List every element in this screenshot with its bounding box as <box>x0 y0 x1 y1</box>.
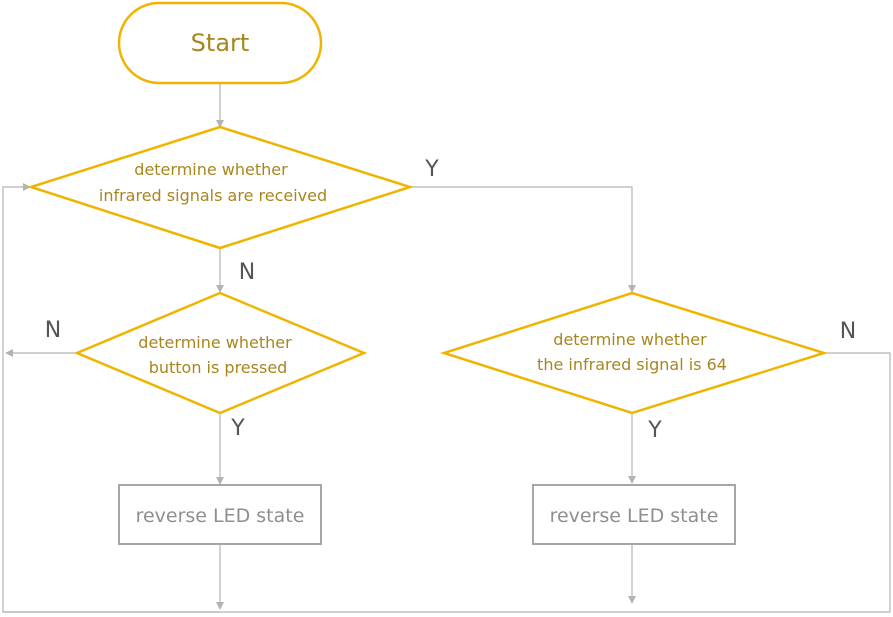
arrowhead <box>628 285 636 293</box>
decision-ir-yes-label: Y <box>424 157 439 182</box>
decision-ir-no-label: N <box>239 260 255 285</box>
decision-64-line2: the infrared signal is 64 <box>537 355 727 374</box>
process-right-label: reverse LED state <box>550 505 719 527</box>
process-right: reverse LED state <box>532 484 736 545</box>
decision-button-yes-label: Y <box>230 416 245 441</box>
decision-button-line2: button is pressed <box>149 358 288 377</box>
start-terminal: Start <box>117 1 323 85</box>
process-left-label: reverse LED state <box>136 505 305 527</box>
process-left-shape <box>118 484 322 545</box>
decision-64-no-label: N <box>840 319 856 344</box>
decision-64-yes-label: Y <box>647 418 662 443</box>
decision-signal-64: determine whether the infrared signal is… <box>439 291 856 443</box>
decision-ir-shape <box>26 125 415 250</box>
decision-button-no-label: N <box>45 318 61 343</box>
connector-64-no <box>3 352 891 613</box>
start-terminal-shape <box>117 1 323 85</box>
arrowhead <box>5 349 13 357</box>
arrowhead <box>216 602 224 610</box>
process-left: reverse LED state <box>118 484 322 545</box>
decision-64-line1: determine whether <box>553 330 707 349</box>
arrowhead <box>628 596 636 604</box>
arrowhead <box>628 476 636 484</box>
decision-button-pressed: determine whether button is pressed N Y <box>45 291 368 441</box>
decision-64-shape <box>439 291 829 415</box>
decision-ir-line1: determine whether <box>134 160 288 179</box>
decision-button-line1: determine whether <box>138 333 292 352</box>
decision-ir-received: determine whether infrared signals are r… <box>26 125 439 285</box>
arrowhead <box>216 285 224 293</box>
decision-ir-line2: infrared signals are received <box>99 186 327 205</box>
connector-ir-64 <box>410 186 633 286</box>
start-label: Start <box>191 29 250 57</box>
arrowhead <box>216 120 224 128</box>
decision-button-shape <box>73 291 368 415</box>
process-right-shape <box>532 484 736 545</box>
arrowhead <box>216 477 224 485</box>
